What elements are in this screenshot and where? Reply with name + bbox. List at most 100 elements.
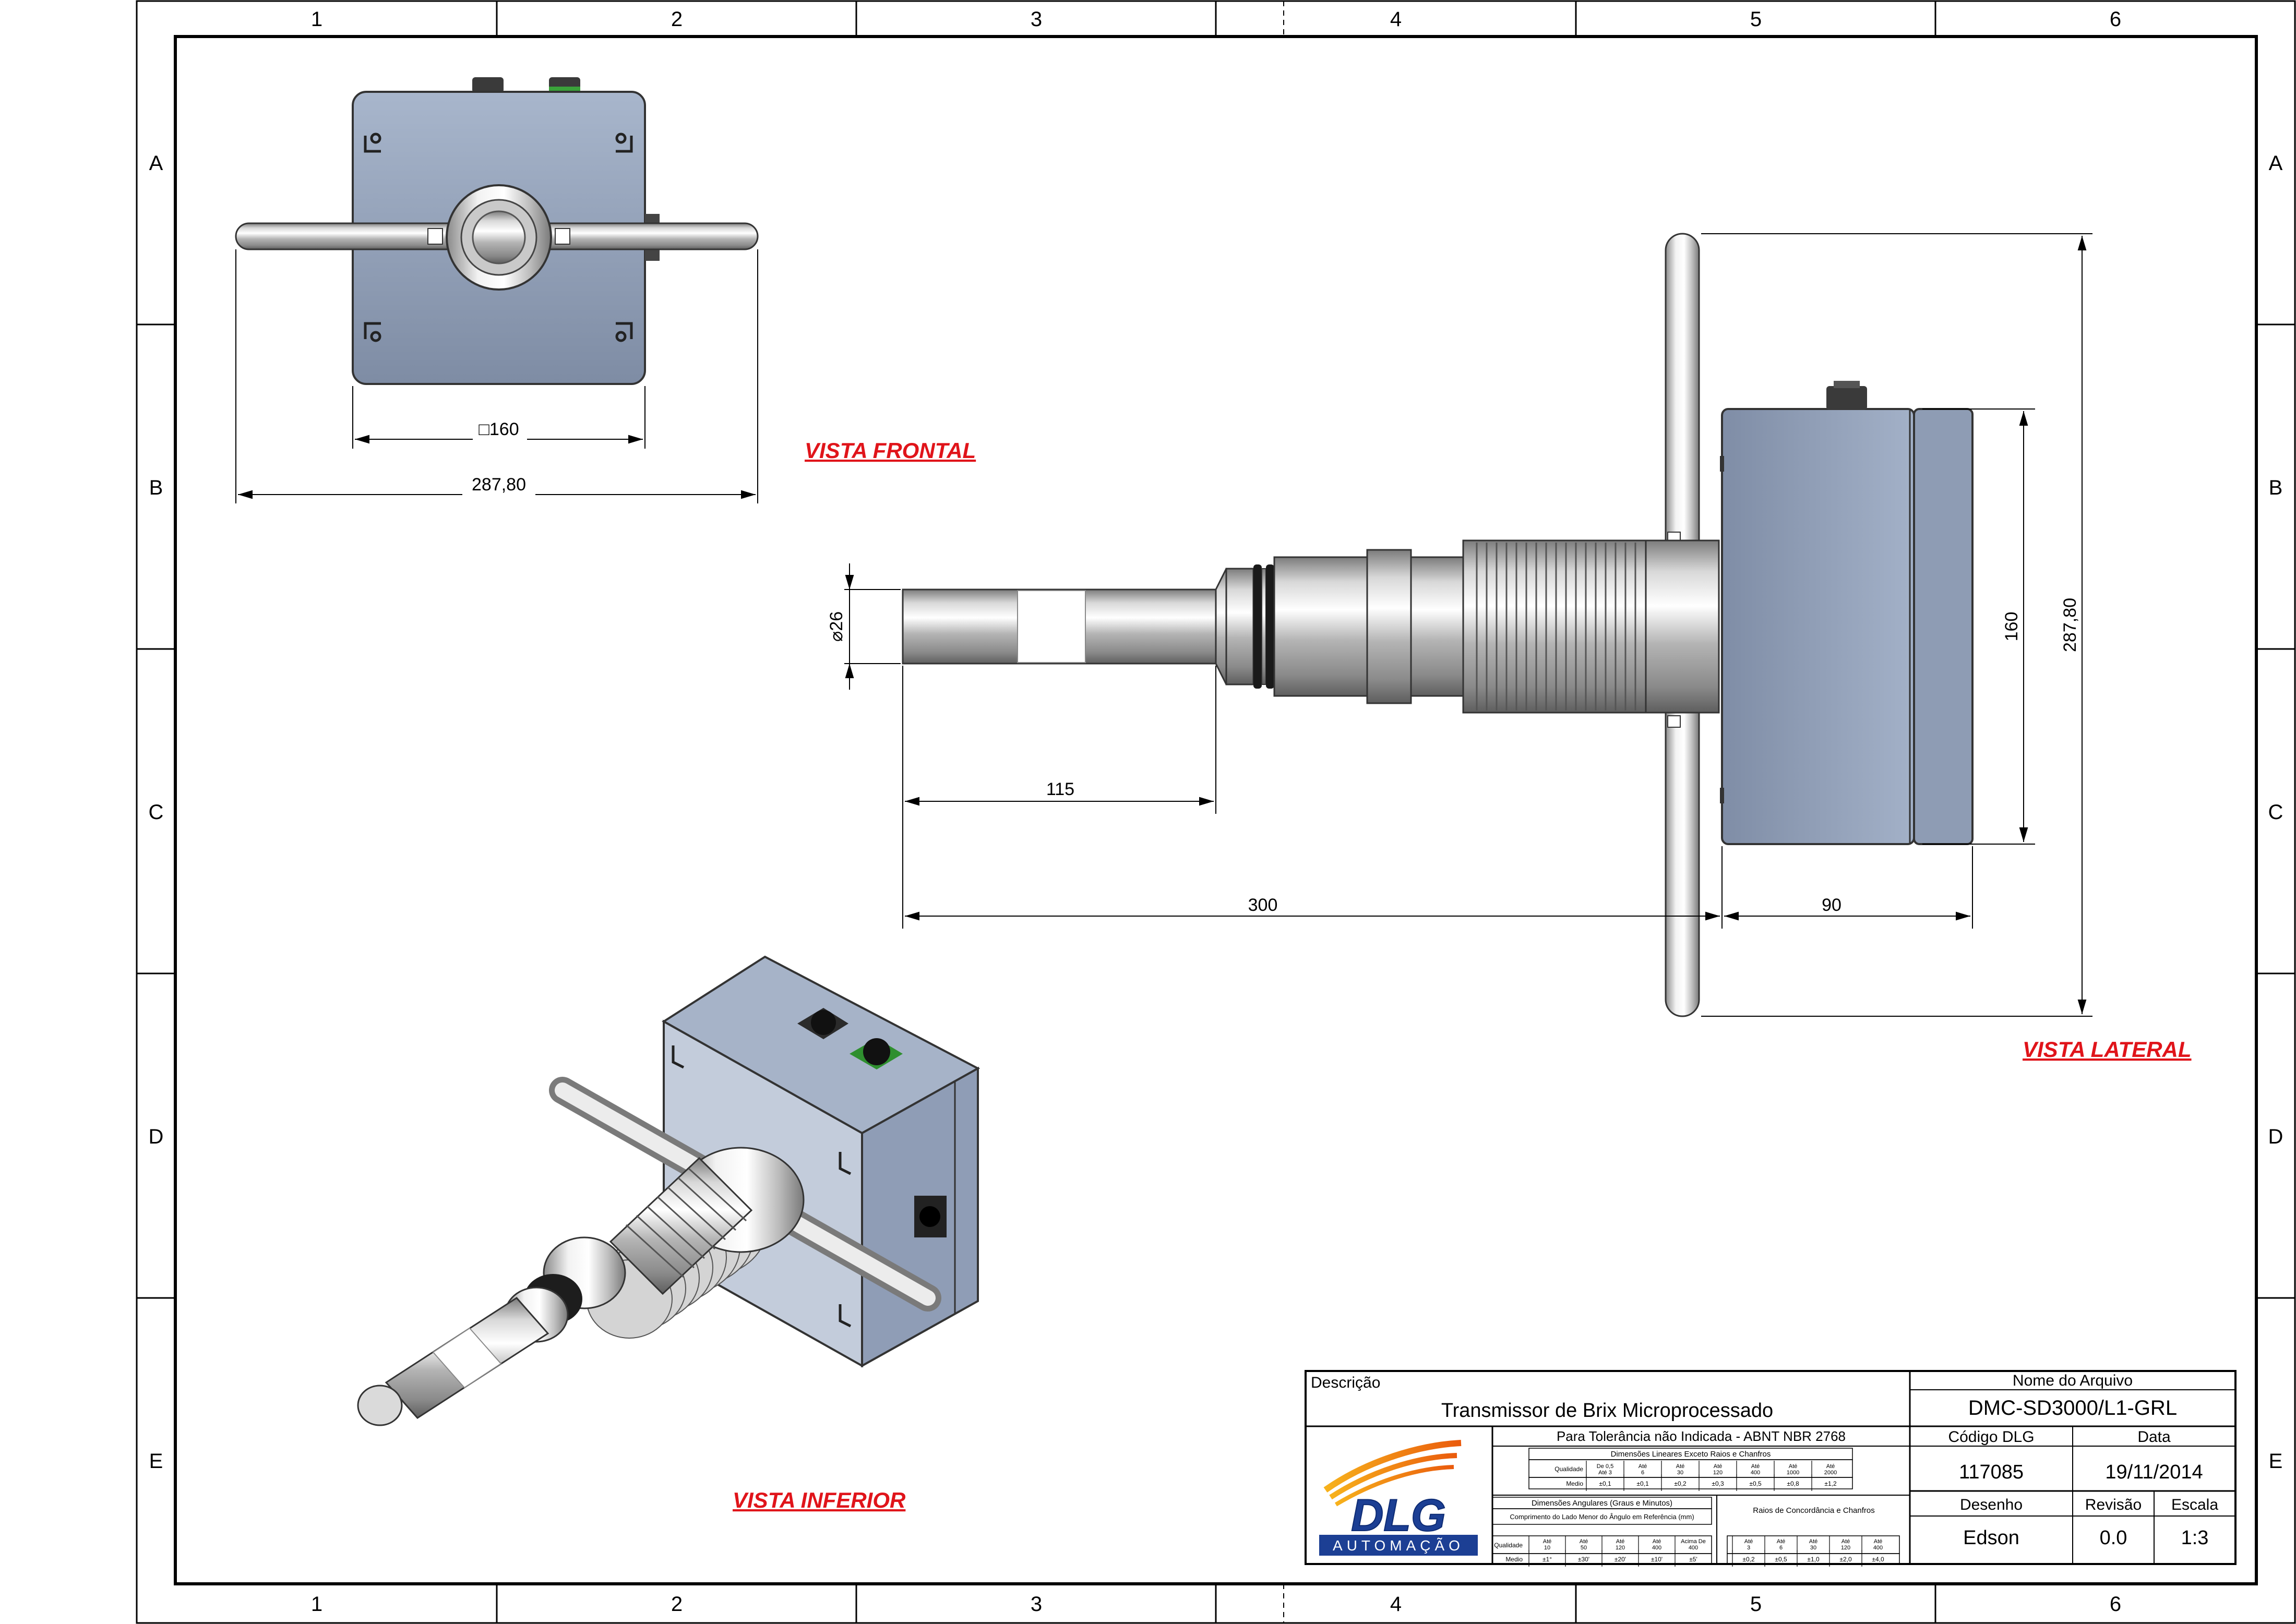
column-label: 4 — [1390, 8, 1402, 31]
table-cell: Até — [1826, 1463, 1835, 1470]
logo-text: DLG — [1351, 1490, 1446, 1541]
table-cell: ±30' — [1578, 1556, 1589, 1563]
row-label: E — [2269, 1450, 2283, 1473]
column-label: 2 — [671, 1593, 683, 1616]
table-cell: ±0,3 — [1712, 1480, 1724, 1487]
table-cell: Até — [1639, 1463, 1647, 1470]
dimension-label: □160 — [479, 419, 519, 439]
table-cell: 120 — [1616, 1545, 1625, 1551]
revision-value: 0.0 — [2100, 1527, 2127, 1549]
table-cell: ±0,8 — [1787, 1480, 1799, 1487]
linear-quality-label: Qualidade — [1554, 1465, 1583, 1473]
table-cell: Até — [1543, 1538, 1552, 1545]
row-label: D — [2268, 1125, 2283, 1148]
table-cell: ±0,2 — [1742, 1556, 1755, 1563]
table-cell: 120 — [1713, 1470, 1723, 1476]
table-cell: Até — [1874, 1538, 1883, 1545]
table-cell: 1000 — [1787, 1470, 1799, 1476]
row-label: C — [149, 801, 164, 824]
table-cell: 2000 — [1824, 1470, 1837, 1476]
dimension-label: 300 — [1248, 895, 1278, 915]
table-cell: ±0,2 — [1674, 1480, 1687, 1487]
table-cell: 50 — [1581, 1545, 1587, 1551]
table-cell: ±0,1 — [1599, 1480, 1611, 1487]
scale-label: Escala — [2171, 1496, 2218, 1513]
table-cell: ±0,5 — [1775, 1556, 1787, 1563]
title-block-text: Descrição Transmissor de Brix Microproce… — [1311, 1372, 2218, 1563]
column-label: 1 — [311, 1593, 322, 1616]
drawn-label: Desenho — [1960, 1496, 2023, 1513]
table-cell: ±1° — [1542, 1556, 1552, 1563]
table-cell: 400 — [1652, 1545, 1661, 1551]
drawing-border — [136, 0, 2296, 1624]
file-name: DMC-SD3000/L1-GRL — [1968, 1397, 2177, 1420]
code-value: 117085 — [1959, 1461, 2024, 1483]
revision-label: Revisão — [2085, 1496, 2142, 1513]
dimension-label: 287,80 — [2060, 598, 2080, 652]
table-cell: De 0,5 — [1597, 1463, 1613, 1470]
table-cell: 400 — [1751, 1470, 1760, 1476]
table-cell: 6 — [1779, 1545, 1783, 1551]
column-labels: 1 2 3 4 5 6 1 2 3 4 5 6 — [311, 8, 2121, 1616]
connector-icon — [1826, 386, 1867, 410]
table-cell: Até — [1714, 1463, 1723, 1470]
table-cell: Até — [1744, 1538, 1753, 1545]
column-label: 2 — [671, 8, 683, 31]
table-cell: Até — [1676, 1463, 1685, 1470]
table-cell: 6 — [1641, 1470, 1644, 1476]
linear-header: Dimensões Lineares Exceto Raios e Chanfr… — [1611, 1450, 1771, 1459]
code-label: Código DLG — [1948, 1428, 2034, 1446]
view-title-bottom: VISTA INFERIOR — [733, 1488, 906, 1512]
table-cell: 3 — [1747, 1545, 1750, 1551]
dimension-label: ⌀26 — [827, 611, 846, 642]
column-label: 6 — [2110, 1593, 2121, 1616]
radius-header: Raios de Concordância e Chanfros — [1753, 1506, 1874, 1515]
dimension-label: 287,80 — [472, 475, 526, 495]
tolerance-note: Para Tolerância não Indicada - ABNT NBR … — [1557, 1428, 1846, 1444]
date-value: 19/11/2014 — [2105, 1461, 2203, 1483]
table-cell: Até — [1789, 1463, 1798, 1470]
row-labels: A B C D E A B C D E — [149, 152, 2283, 1473]
cooling-fins — [1462, 539, 1647, 714]
table-cell: 120 — [1841, 1545, 1850, 1551]
table-cell: Até — [1809, 1538, 1818, 1545]
column-label: 1 — [311, 8, 322, 31]
table-cell: 30 — [1810, 1545, 1816, 1551]
date-label: Data — [2137, 1428, 2171, 1446]
table-cell: 30 — [1677, 1470, 1683, 1476]
view-title-side: VISTA LATERAL — [2023, 1037, 2192, 1062]
linear-medio-label: Medio — [1566, 1480, 1583, 1487]
angular-quality-label: Qualidade — [1494, 1542, 1523, 1549]
row-label: A — [2269, 152, 2283, 175]
angular-header: Dimensões Angulares (Graus e Minutos) — [1532, 1499, 1672, 1508]
table-cell: 400 — [1689, 1545, 1698, 1551]
table-cell: ±0,5 — [1749, 1480, 1762, 1487]
isometric-view — [357, 955, 980, 1426]
table-cell: ±0,1 — [1636, 1480, 1649, 1487]
side-view: ⌀26 115 300 90 160 287,80 — [827, 233, 2092, 1017]
dimension-label: 90 — [1822, 895, 1841, 915]
table-cell: Até — [1653, 1538, 1661, 1545]
description-label: Descrição — [1311, 1374, 1380, 1391]
row-label: D — [149, 1125, 164, 1148]
column-label: 3 — [1031, 8, 1042, 31]
logo-subtext: AUTOMAÇÃO — [1333, 1537, 1464, 1554]
row-label: C — [2268, 801, 2283, 824]
table-cell: ±5' — [1689, 1556, 1697, 1563]
row-label: B — [149, 476, 163, 499]
column-label: 5 — [1750, 1593, 1762, 1616]
enclosure-box — [1721, 408, 1915, 845]
row-label: B — [2269, 476, 2283, 499]
table-cell: Acima De — [1681, 1538, 1706, 1545]
table-cell: 10 — [1544, 1545, 1550, 1551]
table-cell: 400 — [1873, 1545, 1883, 1551]
table-cell: Até — [1777, 1538, 1786, 1545]
view-title-front: VISTA FRONTAL — [805, 438, 976, 463]
table-cell: ±1,2 — [1824, 1480, 1837, 1487]
column-label: 4 — [1390, 1593, 1402, 1616]
dimension-label: 160 — [2002, 612, 2022, 642]
table-cell: Até — [1580, 1538, 1588, 1545]
table-cell: ±1,0 — [1807, 1556, 1820, 1563]
column-label: 5 — [1750, 8, 1762, 31]
